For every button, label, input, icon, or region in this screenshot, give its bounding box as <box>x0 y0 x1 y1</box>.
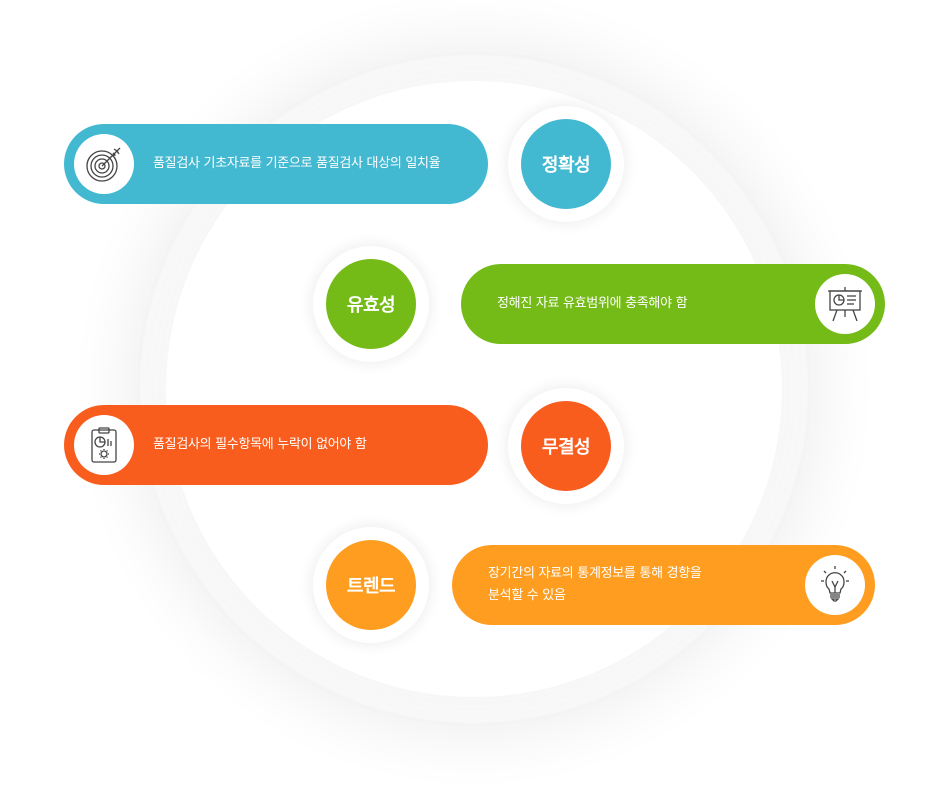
integrity-description: 품질검사의 필수항목에 누락이 없어야 함 <box>153 437 367 452</box>
validity-badge: 유효성 <box>326 259 416 349</box>
validity-badge-frame: 유효성 <box>313 246 429 362</box>
lightbulb-icon <box>805 555 865 615</box>
accuracy-badge-frame: 정확성 <box>508 106 624 222</box>
accuracy-description: 품질검사 기초자료를 기준으로 품질검사 대상의 일치율 <box>153 156 441 171</box>
integrity-badge: 무결성 <box>521 401 611 491</box>
integrity-description-pill: 품질검사의 필수항목에 누락이 없어야 함 <box>64 405 488 485</box>
trend-description-pill: 장기간의 자료의 통계정보를 통해 경향을 분석할 수 있음 <box>452 545 875 625</box>
trend-badge: 트렌드 <box>326 540 416 630</box>
integrity-badge-frame: 무결성 <box>508 388 624 504</box>
validity-description: 정해진 자료 유효범위에 충족해야 함 <box>497 296 688 311</box>
trend-badge-frame: 트렌드 <box>313 527 429 643</box>
trend-description-line-2: 분석할 수 있음 <box>488 588 566 603</box>
trend-description: 장기간의 자료의 통계정보를 통해 경향을 분석할 수 있음 <box>488 563 702 607</box>
trend-description-line-1: 장기간의 자료의 통계정보를 통해 경향을 <box>488 566 702 581</box>
target-icon <box>74 134 134 194</box>
presentation-board-icon <box>815 274 875 334</box>
accuracy-badge: 정확성 <box>521 119 611 209</box>
clipboard-report-icon <box>74 415 134 475</box>
validity-description-pill: 정해진 자료 유효범위에 충족해야 함 <box>461 264 885 344</box>
accuracy-description-pill: 품질검사 기초자료를 기준으로 품질검사 대상의 일치율 <box>64 124 488 204</box>
